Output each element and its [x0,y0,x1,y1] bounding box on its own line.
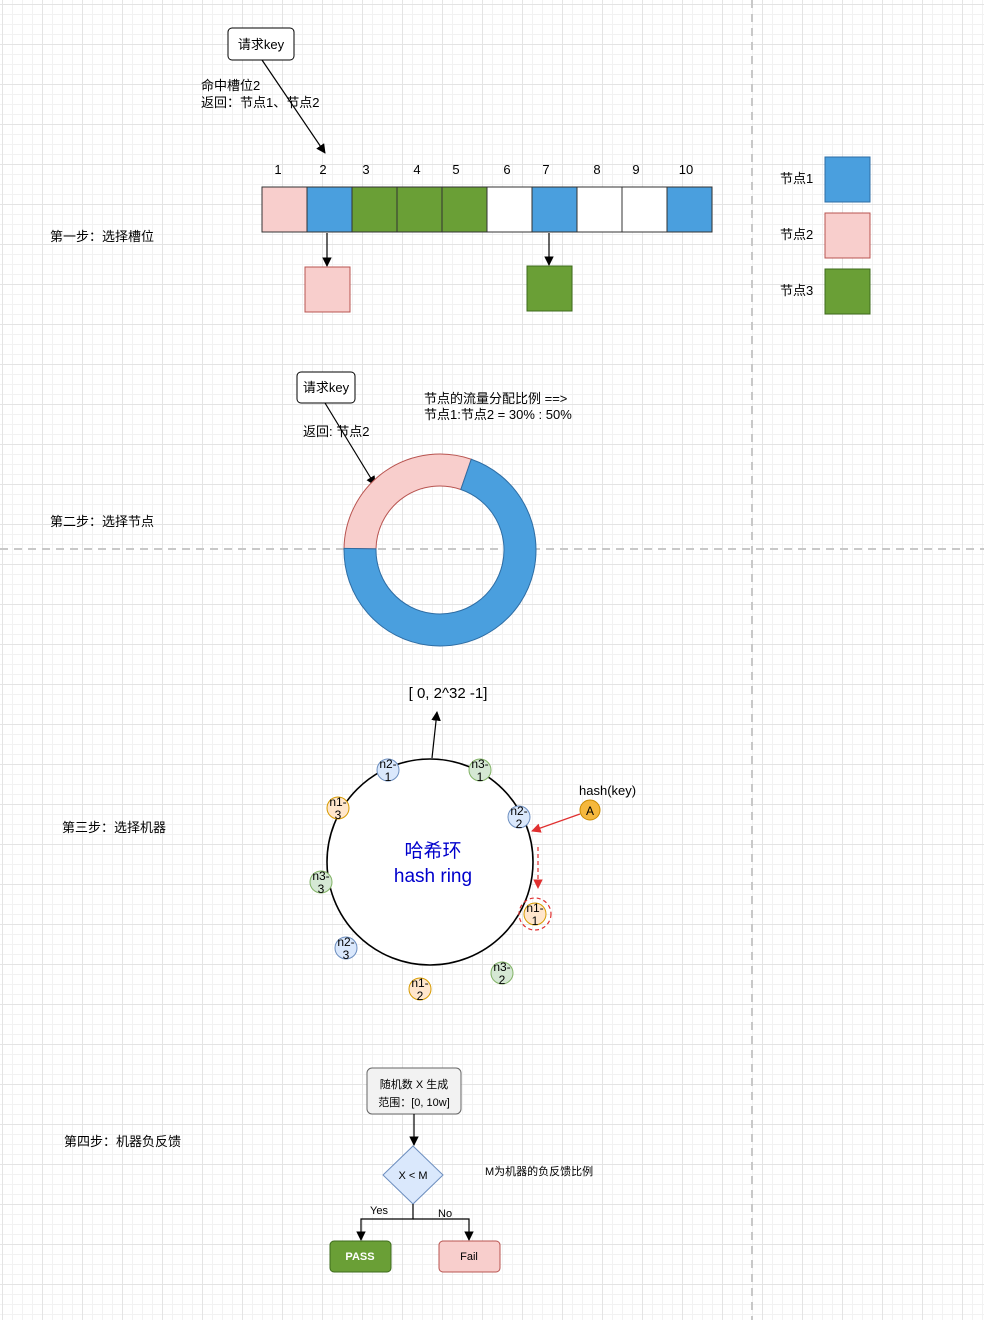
machine-n3-2[interactable] [490,961,514,985]
hash-ring-title-en: hash ring [394,866,472,887]
machine-label: 3 [343,948,350,962]
machine-label: 3 [318,882,325,896]
machine-n2-1[interactable] [376,758,400,782]
slot2-target-node-box[interactable] [304,266,351,313]
yes-label: Yes [370,1205,388,1217]
slot-9[interactable] [621,186,668,233]
slot-number-label: 3 [362,162,369,177]
machine-label: 1 [477,770,484,784]
machine-n3-1[interactable] [468,758,492,782]
step1-request-arrow [261,59,326,154]
hash-range-label: [ 0, 2^32 -1] [409,685,488,702]
step1-hit-line1: 命中槽位2 [201,78,260,93]
machine-label: n3- [493,960,510,974]
slot-number-label: 5 [452,162,459,177]
pass-label: PASS [345,1251,374,1263]
slot-number-label: 2 [319,162,326,177]
legend-swatch-node3 [824,268,871,315]
condition-label: X < M [398,1170,427,1182]
machine-label: 1 [385,770,392,784]
hash-key-label: hash(key) [579,783,636,798]
legend-label-node2: 节点2 [780,227,813,242]
machine-label: n1- [411,976,428,990]
machine-n3-3[interactable] [309,870,333,894]
step2-request-arrow [324,402,376,486]
legend-label-node1: 节点1 [780,171,813,186]
slot-2[interactable] [306,186,353,233]
machine-label: n1- [329,795,346,809]
machine-label: 1 [532,914,539,928]
step2-title: 第二步：选择节点 [50,514,154,529]
step3-title: 第三步：选择机器 [62,820,166,835]
machine-label: 2 [516,817,523,831]
step4-title: 第四步：机器负反馈 [64,1134,181,1149]
slot-number-label: 9 [632,162,639,177]
slot-number-label: 6 [503,162,510,177]
ring-machines: n2-1n3-1n2-2n1-1n3-2n1-2n2-3n3-3n1-3 [309,757,547,1003]
machine-n1-2[interactable] [408,977,432,1001]
m-note: M为机器的负反馈比例 [485,1164,593,1178]
key-to-ring-arrow [531,813,581,833]
step2-request-label: 请求key [303,380,350,395]
machine-label: n3- [312,869,329,883]
step1-request-box[interactable] [227,27,295,61]
ratio-line2: 节点1:节点2 = 30% : 50% [424,407,572,422]
machine-label: 3 [335,808,342,822]
step1-title: 第一步：选择槽位 [50,229,154,244]
slot-number-label: 7 [542,162,549,177]
slot-8[interactable] [576,186,623,233]
slot-number-label: 1 [274,162,281,177]
machine-n2-3[interactable] [334,936,358,960]
fail-box[interactable] [438,1240,501,1273]
hash-ring-title-cn: 哈希环 [404,840,461,862]
key-point-marker[interactable] [579,799,601,821]
step2-returns-label: 返回: 节点2 [303,424,369,439]
machine-label: 2 [499,973,506,987]
traffic-donut [343,453,537,647]
legend-swatch-node1 [824,156,871,203]
node-legend: 节点1 节点2 节点3 [780,156,871,315]
slot7-target-node-box[interactable] [526,265,573,312]
pass-box[interactable] [329,1240,392,1273]
no-branch-arrow [413,1218,474,1241]
hash-ring [326,758,534,966]
machine-label: n1- [526,901,543,915]
legend-label-node3: 节点3 [780,283,813,298]
machine-label: n2- [337,935,354,949]
donut-segment-node2[interactable] [343,453,472,550]
machine-label: n2- [510,804,527,818]
slot-number-label: 8 [593,162,600,177]
step1-hit-line2: 返回：节点1、节点2 [201,95,319,110]
random-line2: 范围：[0, 10w] [378,1095,450,1109]
slot-6[interactable] [486,186,533,233]
random-line1: 随机数 X 生成 [380,1077,448,1091]
machine-label: n2- [379,757,396,771]
slot-10[interactable] [666,186,713,233]
legend-swatch-node2 [824,212,871,259]
fail-label: Fail [460,1251,478,1263]
machine-label: 2 [417,989,424,1003]
slot-4[interactable] [396,186,443,233]
key-point-label: A [586,804,594,818]
slot-3[interactable] [351,186,398,233]
step2-request-box[interactable] [296,371,356,404]
slot-7[interactable] [531,186,578,233]
slot-number-label: 10 [679,162,693,177]
donut-segment-node1[interactable] [343,458,537,647]
no-label: No [438,1208,452,1220]
machine-label: n3- [471,757,488,771]
range-arrow [431,711,441,759]
selected-machine-highlight [518,897,552,931]
yes-branch-arrow [356,1204,414,1241]
machine-n1-1[interactable] [523,902,547,926]
slot-array: 1 2 3 4 5 6 7 8 9 10 [261,162,713,233]
machine-n1-3[interactable] [326,796,350,820]
slot-1[interactable] [261,186,308,233]
machine-n2-2[interactable] [507,805,531,829]
step1-request-label: 请求key [238,37,285,52]
slot-5[interactable] [441,186,488,233]
slot-number-label: 4 [413,162,420,177]
ratio-line1: 节点的流量分配比例 ==> [424,391,567,406]
